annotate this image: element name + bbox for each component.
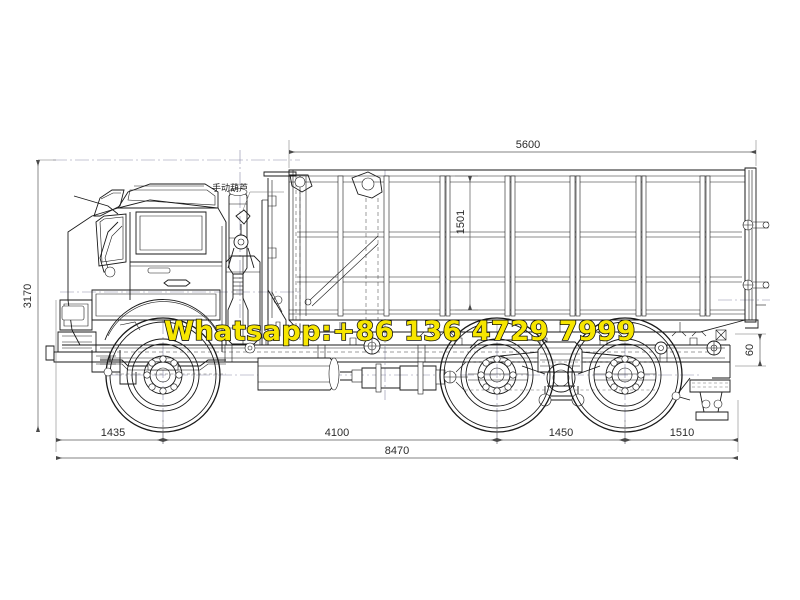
dump-body [263, 169, 746, 333]
frame-fittings [419, 329, 727, 341]
dim-5600-label: 5600 [516, 139, 540, 151]
dim-60-label: 60 [744, 344, 756, 356]
center-lines [53, 150, 770, 445]
dimension-body-height: 1501 [455, 175, 478, 311]
body-pivot-hinge [706, 340, 722, 356]
tailgate-hinge-upper [742, 219, 770, 231]
dim-1510-label: 1510 [670, 427, 694, 439]
manual-chain-hoist [227, 209, 255, 269]
rear-bogie-suspension [465, 339, 656, 407]
drivetrain [257, 357, 468, 395]
annotation-label-hoist: 手动葫芦 [212, 182, 248, 194]
dimension-chain-bottom: 1435 4100 1450 1510 8470 [55, 300, 739, 461]
hoist-cylinder-linkage [103, 171, 383, 377]
rear-tailgate [742, 167, 770, 329]
truck-cab [45, 183, 227, 373]
dim-1501-label: 1501 [455, 210, 467, 234]
dim-4100-label: 4100 [325, 427, 349, 439]
dim-8470-label: 8470 [385, 445, 409, 457]
dimension-body-length: 5600 [288, 139, 757, 168]
rear-underrun-guard [671, 377, 731, 421]
dim-1435-label: 1435 [101, 427, 125, 439]
annotation-manual-hoist: 手动葫芦 [212, 182, 284, 211]
dim-1450-label: 1450 [549, 427, 573, 439]
dimension-overall-height: 3170 [22, 159, 56, 432]
front-suspension [100, 359, 226, 385]
tailgate-hinge-lower [742, 279, 770, 291]
dimension-rear-height: 60 [735, 333, 766, 367]
dim-3170-label: 3170 [22, 284, 34, 308]
body-pivot-hinge-2 [654, 341, 668, 355]
behind-cab-equipment [225, 199, 287, 345]
front-wheel [104, 299, 223, 433]
